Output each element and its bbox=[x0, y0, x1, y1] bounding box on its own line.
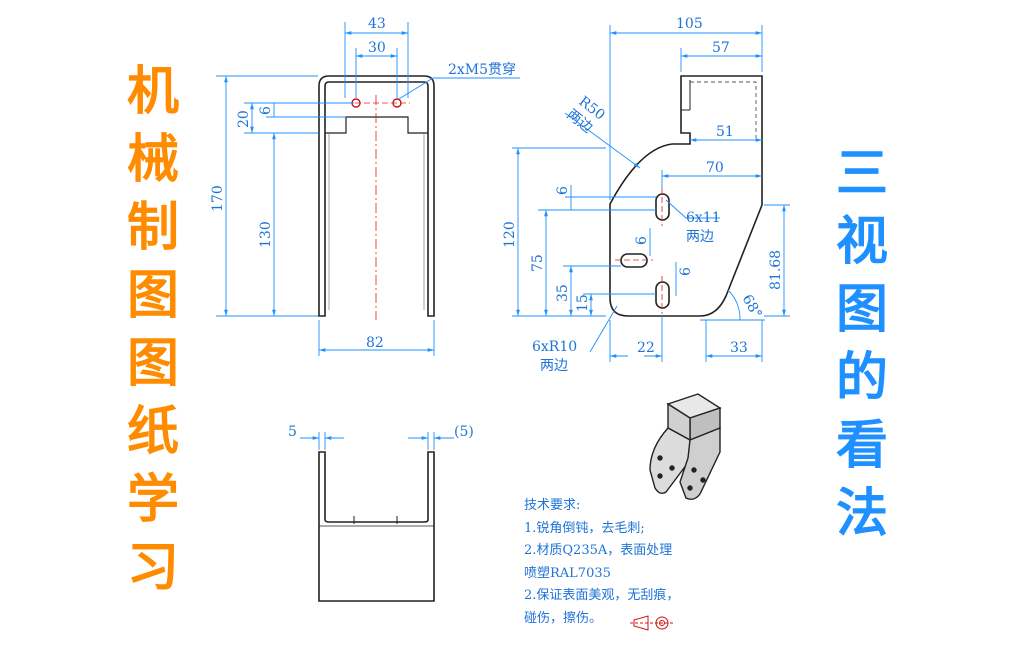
right-title-char: 的 bbox=[835, 348, 888, 408]
notes-line: 2.保证表面美观，无刮痕， bbox=[524, 588, 680, 603]
left-title-char: 机 bbox=[126, 62, 179, 122]
dim-6-top: 6 bbox=[555, 186, 571, 195]
iso-right-leg bbox=[679, 426, 721, 501]
left-title-char: 制 bbox=[126, 198, 179, 258]
dim-22: 22 bbox=[637, 340, 655, 356]
left-title-char: 学 bbox=[126, 470, 179, 530]
notes-heading: 技术要求: bbox=[524, 498, 581, 513]
dim-30: 30 bbox=[368, 40, 386, 56]
left-title-char: 图 bbox=[126, 266, 179, 326]
dim-angle: 68° bbox=[739, 292, 765, 322]
side-center-lines bbox=[615, 188, 663, 314]
right-title-char: 看 bbox=[835, 416, 888, 476]
side-view bbox=[609, 75, 763, 317]
technical-requirements: 技术要求: 1.锐角倒钝，去毛刺; 2.材质Q235A，表面处理 喷塑RAL70… bbox=[524, 495, 679, 630]
front-notch bbox=[325, 116, 428, 134]
dim-57: 57 bbox=[712, 40, 730, 56]
side-dim-labels: 105 57 51 70 R50 两边 6x11 两边 6 6 6 120 75… bbox=[502, 16, 784, 374]
dim-6-mid: 6 bbox=[634, 236, 650, 245]
dim-81-68: 81.68 bbox=[768, 250, 784, 290]
right-title-char: 法 bbox=[835, 484, 888, 544]
notes-line: 2.材质Q235A，表面处理 bbox=[524, 543, 673, 558]
front-outline bbox=[318, 75, 435, 317]
dim-82: 82 bbox=[366, 335, 384, 351]
side-inner-dashed bbox=[690, 81, 757, 138]
right-title-char: 三 bbox=[835, 144, 888, 204]
dim-130: 130 bbox=[258, 221, 274, 248]
dim-r10-note: 两边 bbox=[540, 358, 568, 374]
dim-120: 120 bbox=[502, 221, 518, 248]
dim-slot-note: 两边 bbox=[686, 229, 714, 245]
side-slots bbox=[620, 193, 670, 309]
dim-33: 33 bbox=[730, 340, 748, 356]
dim-r10: 6xR10 bbox=[532, 339, 577, 355]
right-title-char: 视 bbox=[835, 212, 888, 272]
dim-51: 51 bbox=[716, 124, 734, 140]
dim-43: 43 bbox=[368, 16, 386, 32]
projection-symbol-icon bbox=[630, 615, 674, 631]
front-holes bbox=[346, 95, 410, 320]
left-title-char: 习 bbox=[126, 538, 179, 598]
dim-6: 6 bbox=[258, 106, 274, 115]
dim-35: 35 bbox=[555, 284, 571, 302]
notes-line: 碰伤，擦伤。 bbox=[524, 610, 603, 626]
slot-mid bbox=[620, 253, 648, 268]
dim-170: 170 bbox=[210, 185, 226, 212]
dim-70: 70 bbox=[706, 160, 724, 176]
dim-5-left: 5 bbox=[288, 424, 297, 440]
front-dimensions bbox=[216, 22, 520, 356]
right-vertical-title: 三 视 图 的 看 法 bbox=[826, 140, 898, 548]
front-dim-labels: 43 30 2xM5贯穿 82 170 20 6 130 bbox=[210, 16, 516, 351]
dim-105: 105 bbox=[676, 16, 703, 32]
notes-line: 1.锐角倒钝，去毛刺; bbox=[524, 520, 645, 536]
dim-slot: 6x11 bbox=[686, 210, 721, 226]
dim-15: 15 bbox=[575, 294, 591, 312]
dim-holes: 2xM5贯穿 bbox=[448, 62, 516, 78]
top-dimensions bbox=[300, 432, 454, 450]
top-view bbox=[318, 451, 435, 602]
front-view bbox=[318, 75, 435, 317]
side-outline bbox=[609, 75, 763, 317]
slot-low bbox=[655, 281, 670, 309]
dim-5-right: (5) bbox=[454, 424, 474, 440]
left-vertical-title: 机 械 制 图 图 纸 学 习 bbox=[118, 58, 188, 602]
left-title-char: 纸 bbox=[126, 402, 179, 462]
isometric-view bbox=[649, 393, 722, 501]
top-dim-labels: 5 (5) bbox=[288, 424, 474, 440]
slot-top bbox=[655, 193, 670, 221]
dim-20: 20 bbox=[236, 110, 252, 128]
right-title-char: 图 bbox=[835, 280, 888, 340]
notes-line: 喷塑RAL7035 bbox=[524, 565, 611, 581]
dim-6-low: 6 bbox=[678, 267, 694, 276]
left-title-char: 图 bbox=[126, 334, 179, 394]
top-outline bbox=[318, 451, 435, 602]
left-title-char: 械 bbox=[126, 130, 179, 190]
side-dimensions bbox=[512, 25, 790, 362]
dim-75: 75 bbox=[530, 254, 546, 272]
